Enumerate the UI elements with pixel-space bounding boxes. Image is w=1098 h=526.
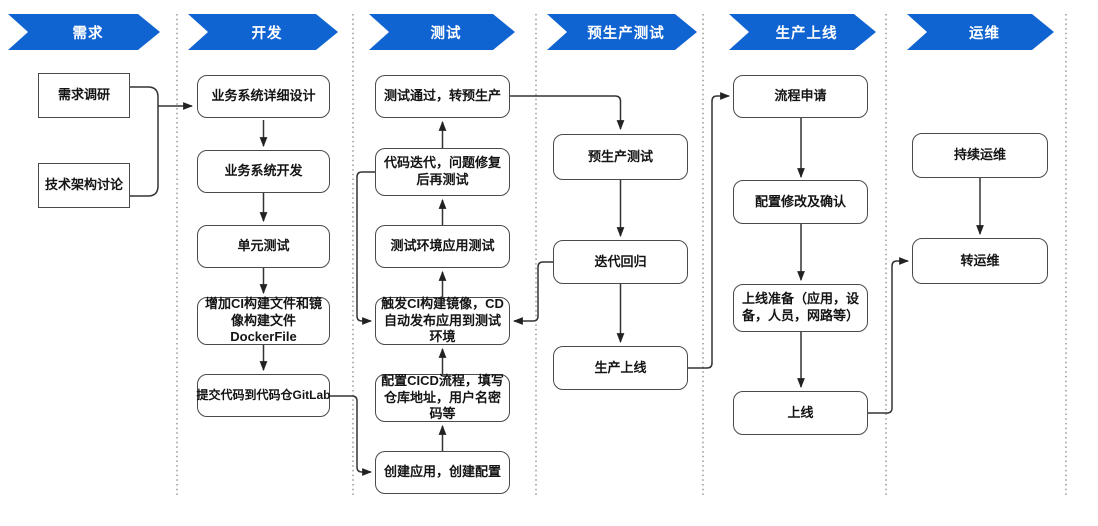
node-configure-cicd: 配置CICD流程，填写仓库地址，用户名密码等: [375, 373, 510, 422]
node-transfer-ops: 转运维: [912, 238, 1048, 284]
node-tech-architecture-discussion: 技术架构讨论: [38, 163, 130, 208]
lane-header-production-launch: 生产上线: [729, 14, 876, 50]
node-iteration-regression: 迭代回归: [553, 240, 688, 284]
node-test-env-app-test: 测试环境应用测试: [375, 225, 510, 268]
lane-header-development: 开发: [188, 14, 338, 50]
node-commit-code-gitlab: 提交代码到代码仓GitLab: [197, 374, 331, 417]
node-test-passed-to-preprod: 测试通过，转预生产: [375, 75, 510, 118]
node-system-development: 业务系统开发: [197, 150, 330, 193]
lane-header-operations: 运维: [907, 14, 1054, 50]
edge-iteration-regression-to-trigger-ci: [512, 261, 553, 325]
node-create-app-config: 创建应用，创建配置: [375, 451, 510, 494]
node-add-ci-dockerfile: 增加CI构建文件和镜像构建文件DockerFile: [197, 296, 330, 345]
edge-code-iteration-loop-to-trigger-ci: [356, 171, 375, 325]
node-config-modify-confirm: 配置修改及确认: [733, 180, 868, 224]
node-code-iteration-refix: 代码迭代，问题修复后再测试: [375, 148, 510, 196]
lane-header-testing: 测试: [369, 14, 515, 50]
lane-header-preproduction-testing: 预生产测试: [547, 14, 697, 50]
lane-header-requirements: 需求: [8, 14, 160, 50]
edge-commit-code-to-create-app: [330, 395, 373, 476]
node-trigger-ci-build-image: 触发CI构建镜像，CD自动发布应用到测试环境: [375, 296, 510, 345]
edge-requirements-merge-bracket: [130, 86, 159, 197]
node-continuous-ops: 持续运维: [912, 133, 1048, 178]
node-launch-preparation: 上线准备（应用，设备，人员，网路等）: [733, 284, 868, 332]
node-unit-test: 单元测试: [197, 225, 330, 268]
node-launch: 上线: [733, 391, 868, 435]
node-production-launch: 生产上线: [553, 346, 688, 390]
node-preprod-test: 预生产测试: [553, 134, 688, 180]
node-process-application: 流程申请: [733, 75, 868, 118]
node-detailed-design: 业务系统详细设计: [197, 75, 330, 118]
edge-launch-to-transfer-ops: [868, 257, 910, 414]
edge-production-launch-to-process-application: [688, 92, 731, 369]
edge-test-passed-to-preprod-test: [510, 95, 625, 131]
node-requirement-research: 需求调研: [38, 73, 130, 118]
